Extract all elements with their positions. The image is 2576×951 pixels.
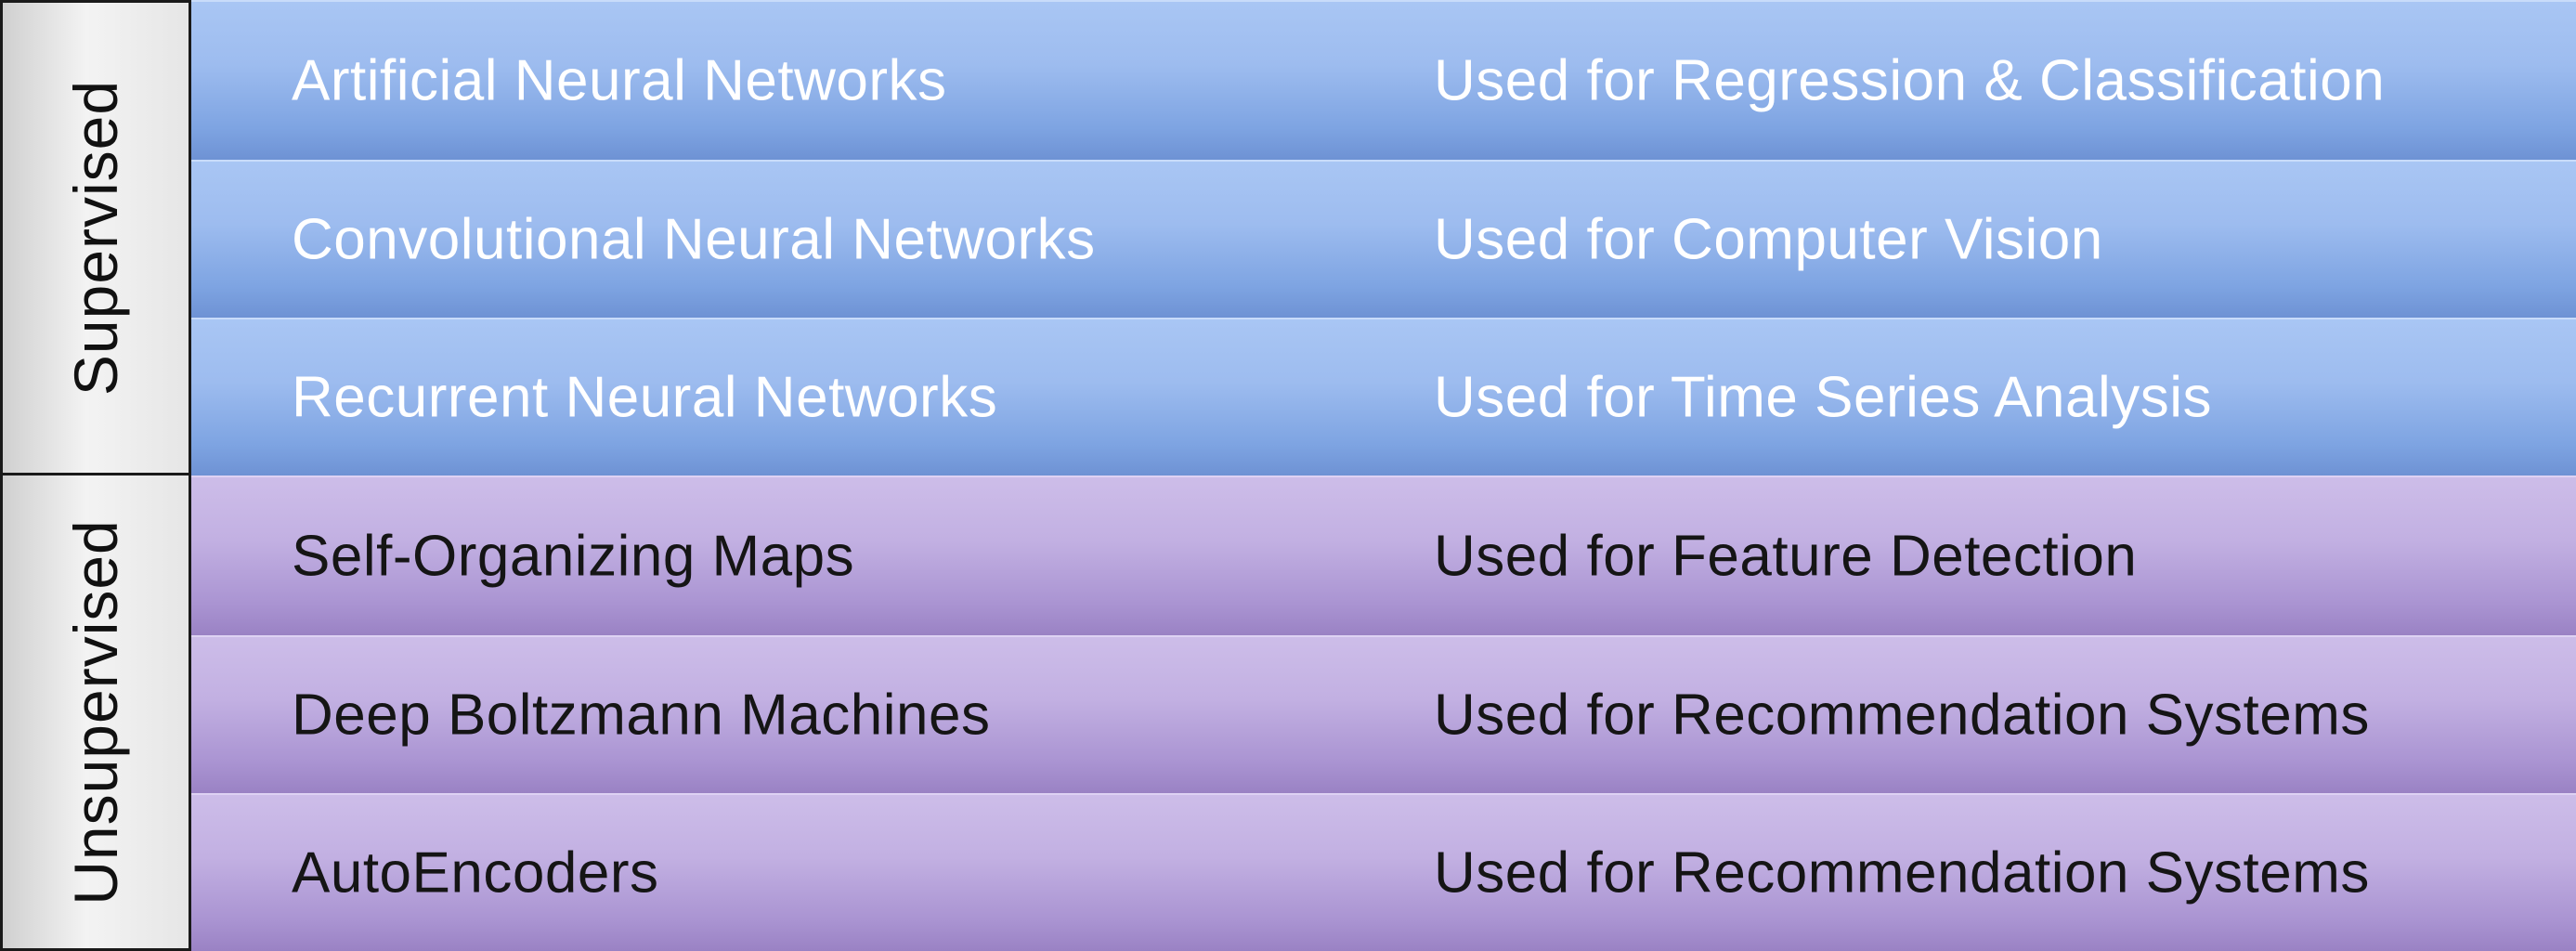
model-use: Used for Recommendation Systems	[1434, 840, 2370, 905]
model-name: Artificial Neural Networks	[292, 48, 947, 113]
row-deep-boltzmann-machines: Deep Boltzmann Machines Used for Recomme…	[191, 635, 2576, 793]
model-use: Used for Feature Detection	[1434, 524, 2138, 589]
supervised-category-label: Supervised	[61, 79, 130, 397]
model-name: Recurrent Neural Networks	[292, 365, 998, 430]
row-artificial-neural-networks: Artificial Neural Networks Used for Regr…	[191, 0, 2576, 160]
model-use: Used for Computer Vision	[1434, 207, 2103, 272]
unsupervised-category-label: Unsupervised	[61, 518, 130, 905]
model-use: Used for Time Series Analysis	[1434, 365, 2213, 430]
unsupervised-group: Unsupervised Self-Organizing Maps Used f…	[0, 476, 2576, 951]
model-name: Self-Organizing Maps	[292, 524, 855, 589]
row-convolutional-neural-networks: Convolutional Neural Networks Used for C…	[191, 160, 2576, 318]
unsupervised-category-label-box: Unsupervised	[0, 476, 191, 951]
row-recurrent-neural-networks: Recurrent Neural Networks Used for Time …	[191, 318, 2576, 476]
supervised-group: Supervised Artificial Neural Networks Us…	[0, 0, 2576, 476]
supervised-category-label-box: Supervised	[0, 0, 191, 476]
model-name: AutoEncoders	[292, 840, 659, 905]
row-self-organizing-maps: Self-Organizing Maps Used for Feature De…	[191, 476, 2576, 635]
model-name: Deep Boltzmann Machines	[292, 683, 991, 748]
model-name: Convolutional Neural Networks	[292, 207, 1096, 272]
model-use: Used for Recommendation Systems	[1434, 683, 2370, 748]
model-use: Used for Regression & Classification	[1434, 48, 2386, 113]
row-autoencoders: AutoEncoders Used for Recommendation Sys…	[191, 793, 2576, 951]
